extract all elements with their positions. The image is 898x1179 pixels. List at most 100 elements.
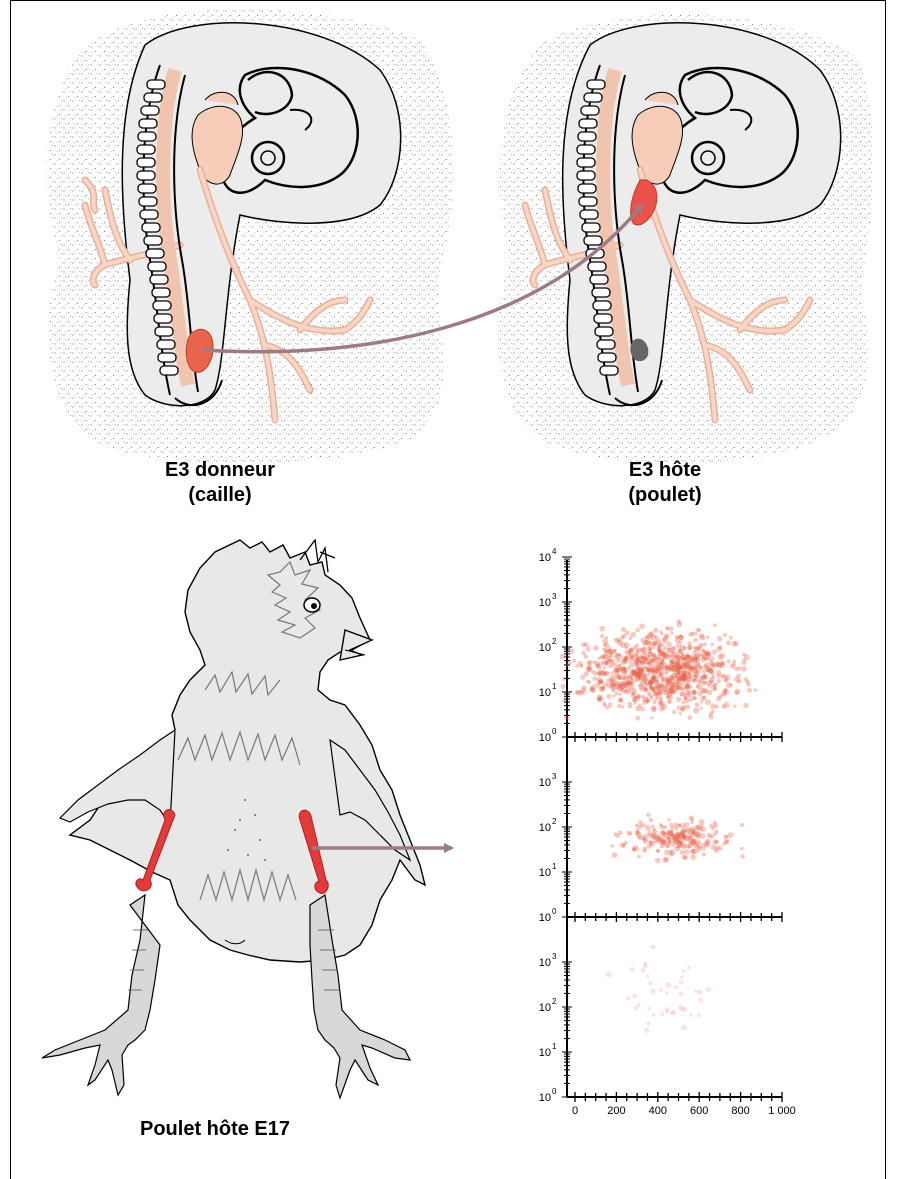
data-point	[597, 677, 602, 682]
data-point	[643, 651, 647, 655]
data-point	[672, 664, 675, 667]
data-point	[662, 702, 666, 706]
data-point	[709, 834, 714, 839]
data-point	[681, 654, 686, 659]
data-point	[671, 646, 675, 650]
data-point	[623, 841, 628, 846]
data-point	[605, 661, 610, 666]
chick-left-leg	[42, 895, 160, 1095]
data-point	[721, 690, 726, 695]
data-point	[694, 657, 697, 660]
data-point	[732, 662, 736, 666]
data-point	[642, 657, 646, 661]
data-point	[716, 646, 722, 652]
data-point	[676, 636, 679, 639]
data-point	[651, 707, 657, 713]
data-point	[670, 632, 673, 635]
data-point	[633, 672, 639, 678]
data-point	[684, 670, 688, 674]
data-point	[754, 688, 758, 692]
data-point	[637, 836, 641, 840]
data-point	[660, 661, 663, 664]
data-point	[562, 677, 566, 681]
data-point	[740, 854, 745, 859]
data-point	[725, 675, 730, 680]
data-point	[671, 835, 675, 839]
data-point	[668, 626, 673, 631]
data-point	[615, 691, 619, 695]
data-point	[709, 679, 713, 683]
data-point	[701, 681, 706, 686]
data-point	[629, 658, 633, 662]
data-point	[699, 633, 705, 639]
data-point	[740, 847, 744, 851]
data-point	[684, 849, 689, 854]
data-point	[597, 694, 603, 700]
data-point	[737, 679, 742, 684]
data-point	[677, 619, 681, 623]
data-point	[661, 840, 667, 846]
data-point	[697, 840, 701, 844]
data-point	[724, 679, 728, 683]
data-point	[618, 653, 621, 656]
y-tick-label: 10	[539, 642, 551, 654]
data-point	[634, 1006, 638, 1010]
y-tick-exponent: 1	[552, 682, 557, 691]
data-point	[685, 704, 690, 709]
data-point	[611, 671, 615, 675]
data-point	[640, 707, 645, 712]
data-point	[644, 680, 650, 686]
data-point	[595, 683, 600, 688]
data-point	[717, 679, 721, 683]
data-point	[637, 694, 641, 698]
data-point	[743, 658, 746, 661]
data-point	[610, 844, 614, 848]
data-point	[587, 665, 592, 670]
data-point	[680, 675, 686, 681]
data-point	[682, 662, 687, 667]
data-point	[649, 818, 654, 823]
data-point	[706, 635, 709, 638]
data-point	[584, 642, 589, 647]
x-tick-label: 600	[690, 1105, 708, 1117]
y-tick-exponent: 0	[552, 727, 557, 736]
data-point	[659, 691, 663, 695]
data-point	[740, 823, 744, 827]
data-point	[652, 674, 655, 677]
data-point	[701, 846, 706, 851]
host-embryo-drawing	[499, 15, 873, 464]
data-point	[729, 683, 733, 687]
data-point	[686, 655, 690, 659]
data-point	[729, 636, 733, 640]
data-point	[624, 657, 628, 661]
data-point	[679, 992, 684, 997]
data-point	[686, 683, 691, 688]
x-tick-label: 200	[607, 1105, 625, 1117]
data-point	[682, 705, 685, 708]
y-tick-exponent: 2	[552, 637, 557, 646]
data-point	[702, 649, 705, 652]
data-point	[700, 700, 703, 703]
data-point	[616, 665, 621, 670]
y-tick-label: 10	[539, 957, 551, 969]
data-point	[693, 697, 696, 700]
data-point	[630, 681, 634, 685]
data-point	[638, 660, 641, 663]
data-point	[692, 849, 698, 855]
data-point	[636, 647, 642, 653]
data-point	[591, 688, 596, 693]
data-point	[669, 660, 673, 664]
data-point	[681, 826, 684, 829]
x-tick-label: 0	[572, 1105, 578, 1117]
y-tick-label: 10	[539, 597, 551, 609]
data-point	[703, 674, 708, 679]
data-point	[650, 989, 655, 994]
data-point	[733, 704, 736, 707]
data-point	[647, 667, 652, 672]
data-point	[568, 648, 574, 654]
data-point	[747, 688, 752, 693]
data-point	[672, 690, 676, 694]
data-point	[717, 674, 722, 679]
data-point	[711, 845, 716, 850]
